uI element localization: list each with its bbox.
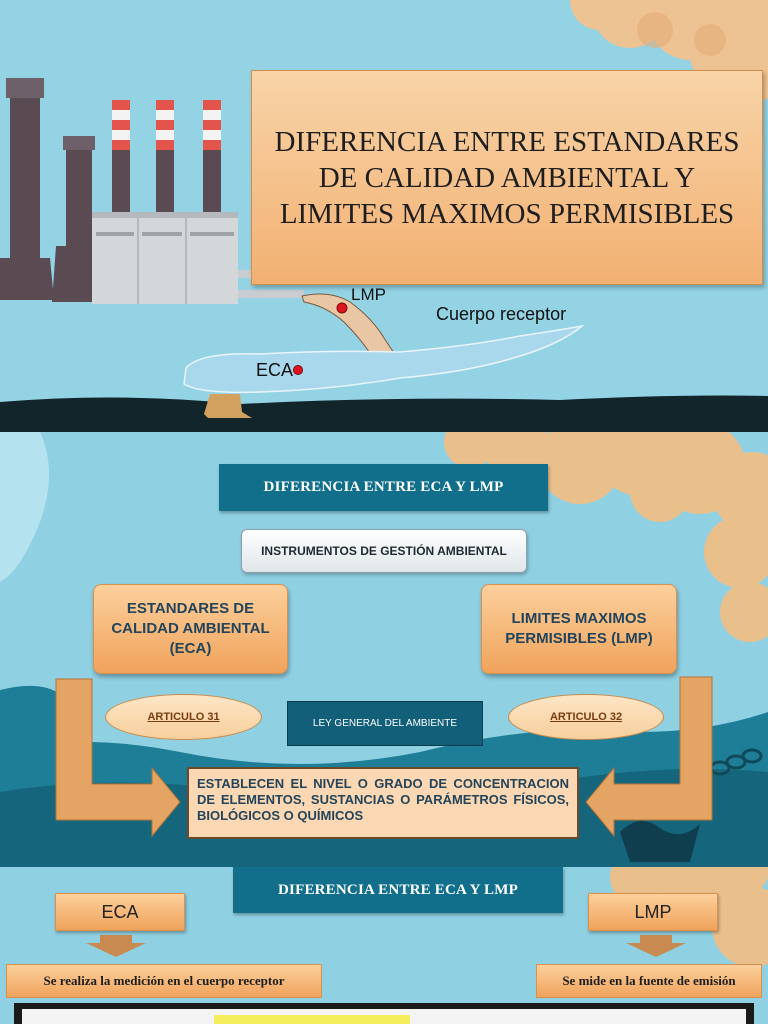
slide-1: DIFERENCIA ENTRE ESTANDARES DE CALIDAD A… [0, 0, 768, 432]
eca-marker [293, 365, 303, 375]
eca-tag: ECA [55, 893, 185, 931]
plant-building [92, 212, 238, 304]
instrumentos-box: INSTRUMENTOS DE GESTIÓN AMBIENTAL [241, 529, 527, 573]
discharge-stream [301, 293, 397, 357]
left-arrow [55, 678, 181, 838]
tree-stump [204, 394, 252, 418]
establecen-box: ESTABLECEN EL NIVEL O GRADO DE CONCENTRA… [187, 767, 579, 839]
articulo-32-oval: ARTICULO 32 [508, 694, 664, 740]
slide-1-title-box: DIFERENCIA ENTRE ESTANDARES DE CALIDAD A… [251, 70, 763, 285]
discharge-pipe [238, 290, 304, 298]
lmp-tag: LMP [588, 893, 718, 931]
ley-general-box: LEY GENERAL DEL AMBIENTE [287, 701, 483, 746]
slide-3: DIFERENCIA ENTRE ECA Y LMP ECA LMP Se re… [0, 867, 768, 1024]
articulo-31-oval: ARTICULO 31 [105, 694, 262, 740]
slide-1-title: DIFERENCIA ENTRE ESTANDARES DE CALIDAD A… [274, 125, 740, 230]
eca-description: Se realiza la medición en el cuerpo rece… [6, 964, 322, 998]
eca-box: ESTANDARES DE CALIDAD AMBIENTAL (ECA) [93, 584, 288, 674]
slide-2-banner: DIFERENCIA ENTRE ECA Y LMP [219, 464, 548, 511]
river [183, 324, 585, 394]
eca-down-arrow [86, 935, 146, 957]
eca-label: ECA [256, 360, 294, 380]
slide-3-banner: DIFERENCIA ENTRE ECA Y LMP [233, 867, 563, 913]
lmp-marker [336, 302, 348, 314]
cuerpo-receptor-label: Cuerpo receptor [436, 304, 567, 324]
chimneys [0, 78, 221, 302]
lmp-label: LMP [351, 285, 386, 304]
lmp-description: Se mide en la fuente de emisión [536, 964, 762, 998]
lmp-down-arrow [626, 935, 686, 957]
slide-2: DIFERENCIA ENTRE ECA Y LMP INSTRUMENTOS … [0, 432, 768, 867]
factory-river-illustration [0, 0, 768, 432]
lmp-box: LIMITES MAXIMOS PERMISIBLES (LMP) [481, 584, 677, 674]
anchor-silhouette [620, 820, 700, 862]
right-arrow [585, 676, 713, 838]
